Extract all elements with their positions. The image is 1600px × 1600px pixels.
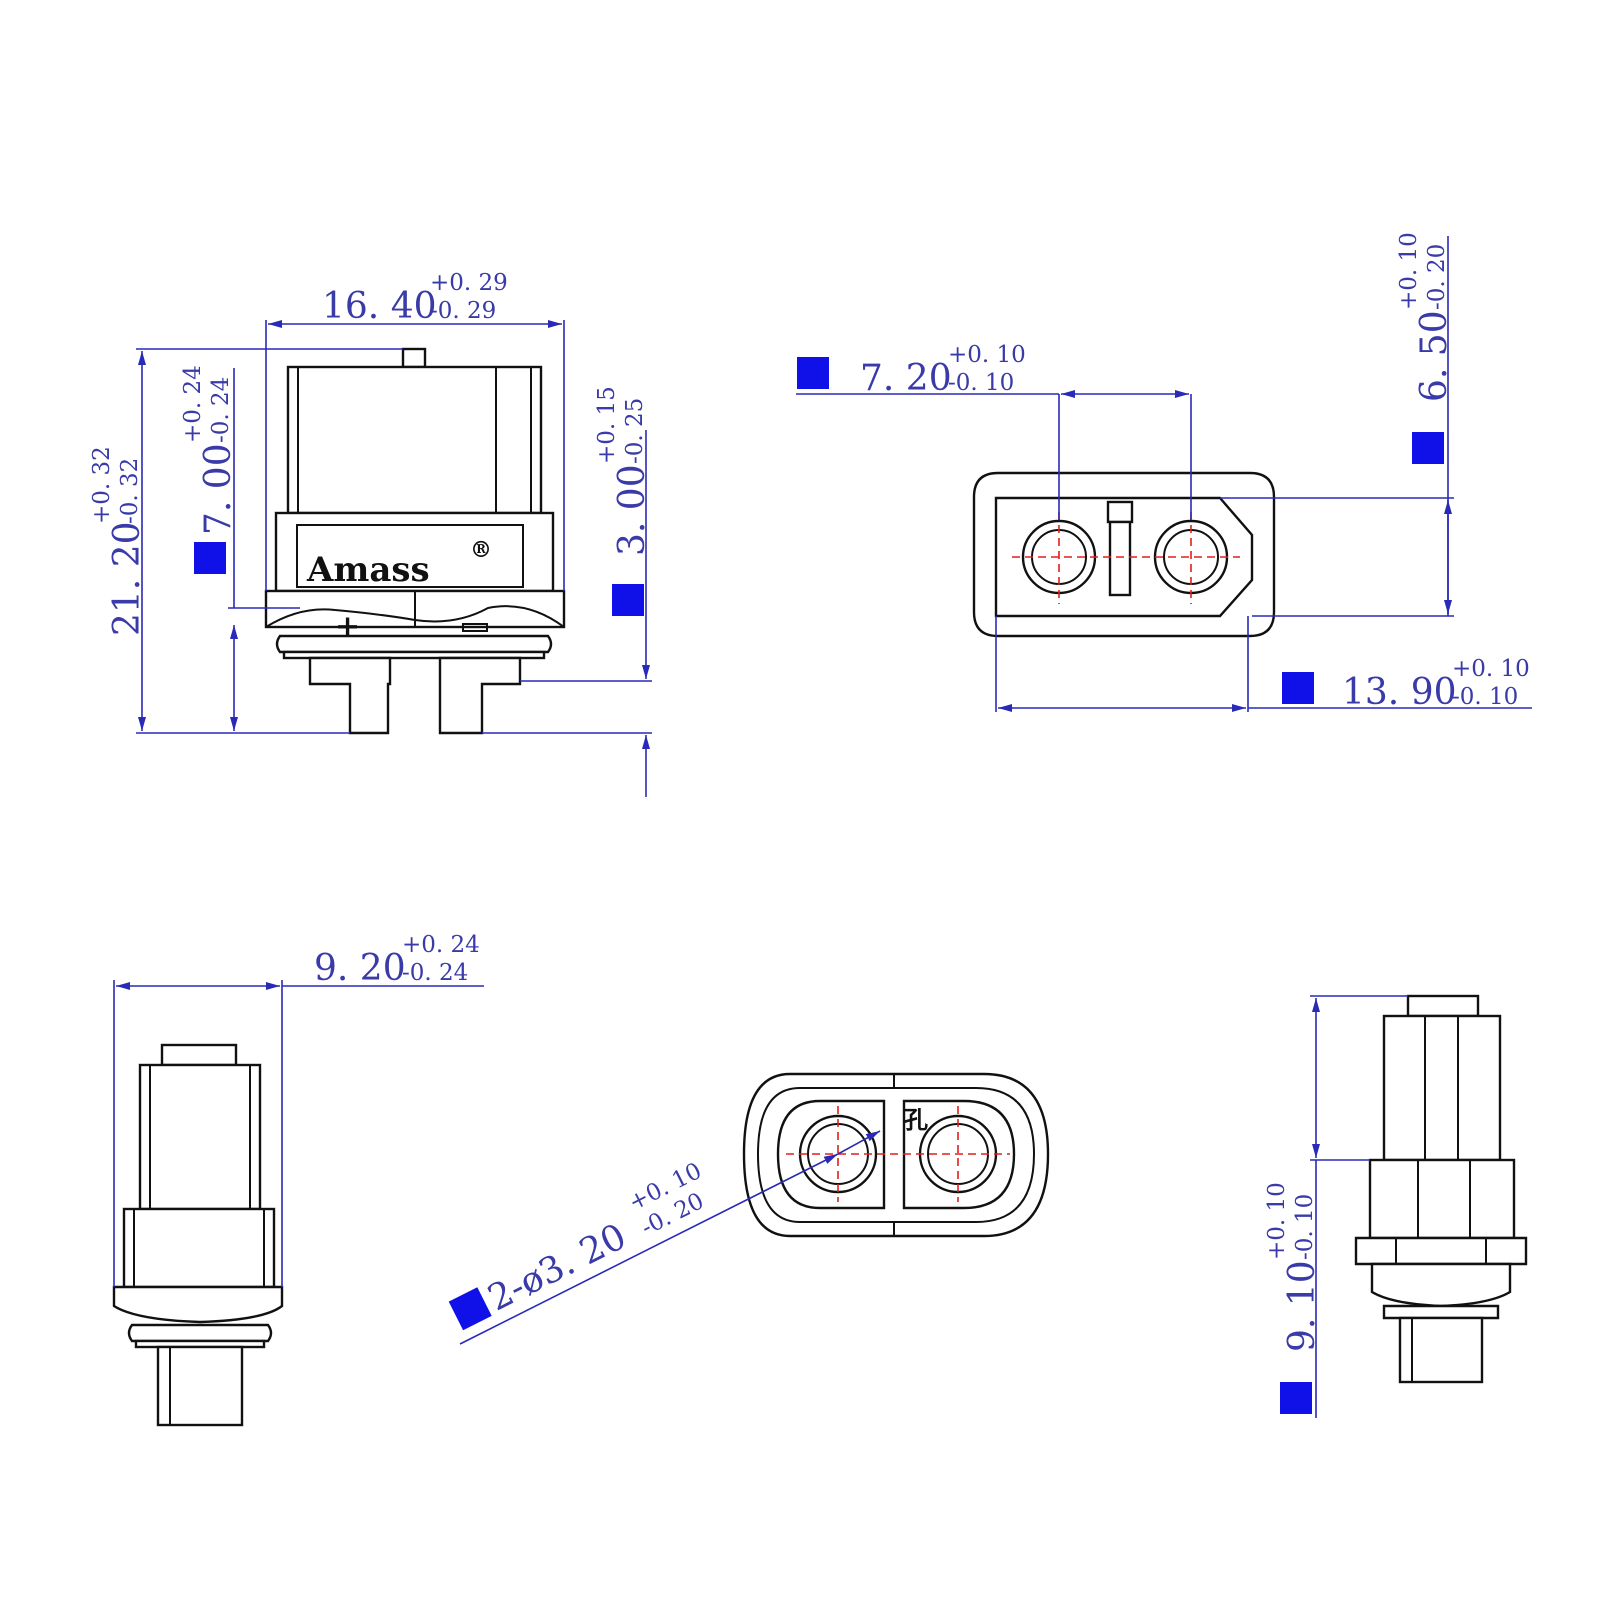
bottom-face-view: 孔 2-ø3. 20 +0. 10 -0. 20 [448,1072,1050,1345]
dim-lower-height-upper: +0. 24 [180,365,206,443]
gasket-ring [275,634,553,654]
dim-lower-height: 7. 00 +0. 24 -0. 24 [180,365,300,731]
dim-face-width-lower: -0. 10 [1452,684,1518,710]
marker-hole-diameter [448,1287,492,1331]
dim-pin-pitch: 7. 20 +0. 10 -0. 10 [796,342,1192,520]
dim-total-height-value: 21. 20 [107,521,148,636]
dim-top-width-lower: -0. 29 [430,298,496,324]
dim-face-height: 6. 50 +0. 10 -0. 20 [1220,232,1455,617]
dim-side-height-lower: -0. 10 [1292,1194,1318,1260]
dim-pin-length: 3. 00 +0. 15 -0. 25 [482,386,653,797]
side-upper-body [138,1063,262,1211]
hole-label: 孔 [904,1105,928,1134]
dim-top-width-value: 16. 40 [322,286,437,327]
face-view: 7. 20 +0. 10 -0. 10 6. 50 +0. 10 -0. 20 … [796,232,1532,713]
front-view: Amass ® + 16. 40 +0. 29 -0. 29 21. [89,270,653,797]
dim-pin-length-upper: +0. 15 [594,386,620,464]
dim-side-width-value: 9. 20 [314,948,406,989]
dim-side-width-upper: +0. 24 [402,932,480,958]
marker-lower-height [194,542,226,574]
dim-face-height-value: 6. 50 [1414,310,1455,402]
right-flange [1354,1236,1528,1266]
marker-face-height [1412,432,1444,464]
dim-side-width-lower: -0. 24 [402,960,468,986]
right-upper-body [1382,1014,1502,1162]
dim-face-width-value: 13. 90 [1342,672,1457,713]
side-view-left: 9. 20 +0. 24 -0. 24 [112,932,484,1427]
side-view-right: 9. 10 +0. 10 -0. 10 [1264,994,1528,1418]
dim-side-height-value: 9. 10 [1282,1260,1323,1352]
side-flange [112,1285,284,1324]
dim-face-width-upper: +0. 10 [1452,656,1530,682]
side-mid-body [122,1207,276,1289]
dim-total-height-upper: +0. 32 [89,446,115,524]
side-pin [156,1345,244,1427]
dim-top-width-upper: +0. 29 [430,270,508,296]
pin-left [308,656,392,735]
dim-pin-pitch-value: 7. 20 [860,358,952,399]
brand-logo: Amass [306,550,430,590]
marker-side-height [1280,1382,1312,1414]
marker-face-width [1282,672,1314,704]
registered-mark: ® [470,537,492,563]
dim-side-height-upper: +0. 10 [1264,1182,1290,1260]
dim-face-height-upper: +0. 10 [1396,232,1422,310]
right-pin [1398,1316,1484,1384]
dim-pin-length-lower: -0. 25 [622,398,648,464]
dim-top-width: 16. 40 +0. 29 -0. 29 [265,270,565,591]
key-rib [1108,520,1132,597]
upper-housing [286,365,543,515]
marker-pin-pitch [797,357,829,389]
dim-side-height: 9. 10 +0. 10 -0. 10 [1264,995,1408,1418]
dim-lower-height-lower: -0. 24 [208,377,234,443]
top-tab [401,347,427,369]
dim-face-height-lower: -0. 20 [1424,244,1450,310]
pin-right [438,656,522,735]
dim-pin-pitch-upper: +0. 10 [948,342,1026,368]
dim-side-width: 9. 20 +0. 24 -0. 24 [113,932,484,1287]
dim-face-width: 13. 90 +0. 10 -0. 10 [995,616,1532,713]
right-mid-body [1368,1158,1516,1240]
dim-pin-pitch-lower: -0. 10 [948,370,1014,396]
dim-total-height: 21. 20 +0. 32 -0. 32 [89,348,403,734]
dim-lower-height-value: 7. 00 [198,443,239,535]
dim-pin-length-value: 3. 00 [612,464,653,556]
dim-total-height-lower: -0. 32 [117,458,143,524]
marker-pin-length [612,584,644,616]
